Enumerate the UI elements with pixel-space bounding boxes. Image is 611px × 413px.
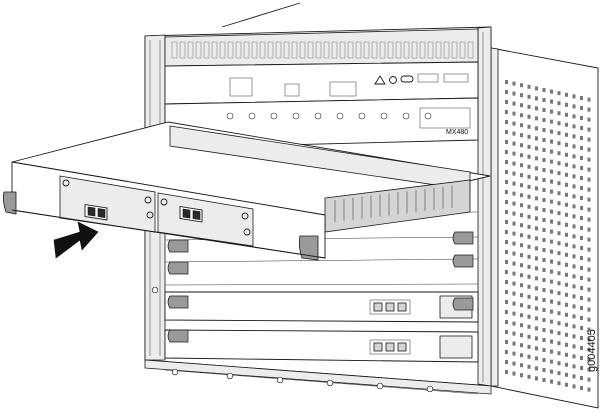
leader-line: [221, 2, 301, 28]
console-port-icon: [443, 73, 469, 83]
chassis-side-panel: [490, 47, 599, 409]
figure-id-label: g004405: [586, 329, 598, 372]
captive-screw-icon[interactable]: [160, 198, 168, 206]
captive-screw-icon[interactable]: [144, 196, 152, 204]
installed-line-card-1: [164, 291, 479, 323]
mgmt-port-icon: [417, 73, 439, 83]
slot-ejector-handles: [167, 231, 474, 343]
line-card-being-inserted[interactable]: [2, 121, 491, 261]
model-label: MX480: [446, 129, 468, 136]
power-button-icon[interactable]: [389, 76, 397, 84]
installed-line-card-2: [164, 329, 479, 363]
ejector-handle-icon[interactable]: [298, 235, 319, 261]
warning-triangle-icon: [374, 75, 386, 85]
insert-direction-arrow-icon: [53, 221, 99, 259]
ejector-handle-icon[interactable]: [2, 191, 17, 215]
alarm-leds: [229, 77, 253, 97]
status-leds: [329, 81, 357, 97]
usb-port-icon: [400, 75, 414, 83]
captive-screw-icon[interactable]: [241, 212, 249, 220]
captive-screw-icon[interactable]: [146, 211, 154, 219]
captive-screw-icon[interactable]: [62, 179, 70, 187]
fiber-port-icon: [369, 339, 411, 355]
chassis-base: [144, 359, 492, 395]
captive-screw-icon[interactable]: [243, 228, 251, 236]
vent-grid-icon: [505, 80, 591, 392]
pic-slot-2: [157, 192, 254, 247]
fiber-port-icon: [369, 299, 411, 315]
craft-interface-panel: [164, 61, 479, 105]
top-vent-strip: [164, 28, 479, 67]
